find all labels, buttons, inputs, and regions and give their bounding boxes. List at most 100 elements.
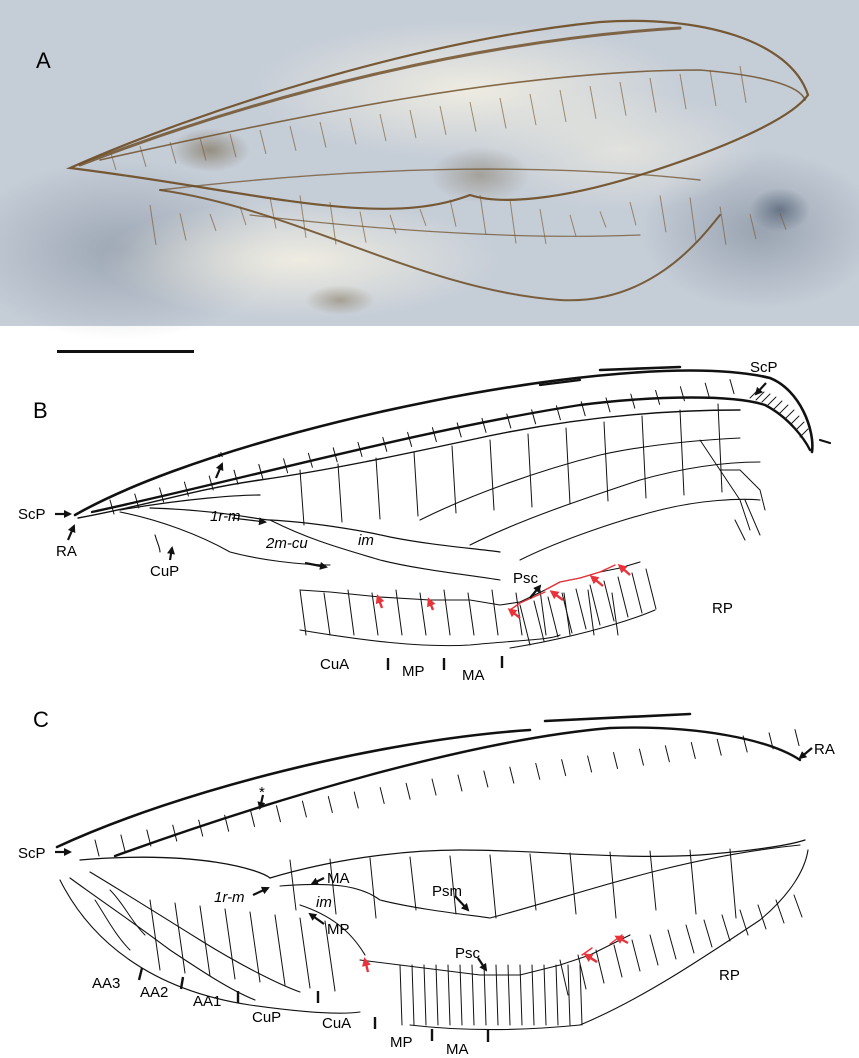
crossvein [566,428,570,504]
label-b-scp-base: ScP [18,506,46,523]
crossvein [530,854,536,910]
crossvein [520,965,522,1025]
crossvein [588,756,592,772]
crossvein [578,955,586,989]
label-b-cup: CuP [150,563,179,580]
crossvein [372,593,378,635]
label-b-im: im [358,532,374,549]
crossvein [460,965,462,1025]
label-c-scp-base: ScP [18,845,46,862]
crossvein [528,434,532,507]
crossvein [650,851,656,910]
crossvein [646,569,656,609]
label-b-cua: CuA [320,656,349,673]
crossvein [717,739,721,755]
crossvein [300,470,304,525]
panel-b-letter: B [33,398,48,423]
label-b-psc: Psc [513,570,539,587]
crossvein [406,783,410,799]
crossvein [458,775,462,791]
scale-bar [57,350,194,353]
crossvein [691,742,695,758]
crossvein [275,915,285,985]
crossvein [612,593,618,635]
crossvein [560,960,568,995]
crossvein [614,945,622,977]
crossvein [794,895,802,917]
label-c-rp: RP [719,967,740,984]
crossvein [484,771,488,787]
crossvein [632,573,642,613]
crossvein [614,753,618,769]
crossvein [412,965,414,1025]
crossvein [400,965,402,1025]
label-c-im: im [316,894,332,911]
label-c-ma: MA [446,1041,469,1058]
crossvein [380,788,384,804]
crossvein [510,767,514,783]
label-c-aa3: AA3 [92,975,120,992]
panel-a-photo: A [0,0,859,340]
crossvein [642,416,646,498]
crossvein [639,749,643,765]
crossvein [396,590,402,635]
label-c-mp: MP [390,1034,413,1051]
crossvein [668,930,676,959]
crossvein [576,589,586,629]
crossvein [508,965,510,1025]
label-b-2mcu: 2m-cu [265,535,308,552]
label-c-cup: CuP [252,1009,281,1026]
crossvein [348,590,354,635]
label-b-star: * [218,449,224,466]
label-c-mp-arrow: MP [327,921,350,938]
crossvein [251,810,255,826]
crossvein [610,852,616,918]
crossvein [618,577,628,617]
crossvein [468,593,474,635]
crossvein [444,590,450,635]
crossvein [548,597,558,637]
crossvein [199,820,203,836]
panel-c-arrows [55,748,812,970]
crossvein [452,446,456,513]
crossvein [457,423,461,437]
crossvein [665,746,669,762]
crossvein [150,900,160,970]
label-b-mp: MP [402,663,425,680]
crossvein [95,840,99,856]
crossvein [722,915,730,941]
crossvein [686,925,694,953]
crossvein [492,590,498,635]
crossvein [324,593,330,635]
crossvein [354,792,358,808]
label-c-aa2: AA2 [140,984,168,1001]
crossvein [690,850,696,914]
crossvein [370,858,376,918]
crossvein [544,965,546,1025]
crossvein [718,404,722,492]
crossvein [225,909,235,979]
label-c-aa1: AA1 [193,993,221,1010]
label-c-1rm: 1r-m [214,889,245,906]
crossvein [730,380,734,394]
crossvein [482,418,486,432]
crossvein [173,825,177,841]
crossvein [484,965,486,1025]
crossvein [300,918,310,988]
crossvein [424,965,426,1025]
label-b-1rm: 1r-m [210,508,241,525]
crossvein [276,806,280,822]
label-b-scp-apex: ScP [750,359,778,376]
crossvein [490,855,496,918]
crossvein [410,857,416,910]
crossvein [432,428,436,442]
crossvein [376,458,380,519]
panel-a-letter: A [36,48,51,73]
crossvein [758,905,766,929]
crossvein [632,940,640,971]
crossvein [650,935,658,965]
crossvein [704,920,712,947]
crossvein [300,590,306,635]
crossvein [121,835,125,851]
